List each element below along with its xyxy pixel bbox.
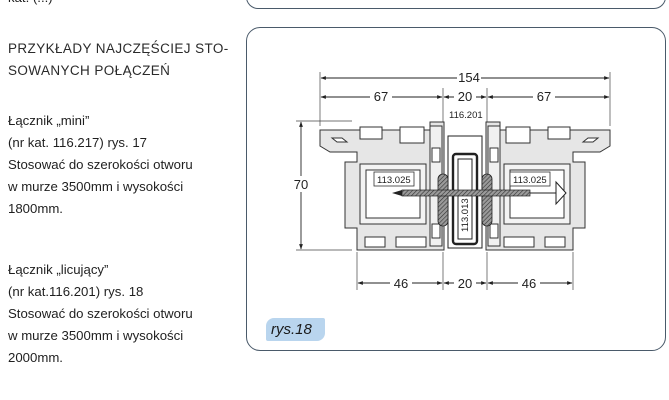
mini-connector-desc-2: w murze 3500mm i wysokości (8, 179, 184, 194)
dim-center: 20 (458, 89, 472, 104)
flush-connector-catalog: (nr kat.116.201) rys. 18 (8, 284, 144, 299)
partial-text-top: kat. (...) (8, 0, 53, 9)
dim-left: 67 (374, 89, 388, 104)
dim-total: 154 (458, 70, 480, 85)
screw (392, 180, 567, 206)
extension-lines (296, 72, 611, 290)
mini-connector-desc-3: 1800mm. (8, 201, 63, 216)
figure-label: rys.18 (266, 318, 325, 341)
dim-right: 67 (537, 89, 551, 104)
seal-gaskets (437, 173, 493, 227)
mini-connector-desc-1: Stosować do szerokości otworu (8, 157, 193, 172)
mini-connector-catalog: (nr kat. 116.217) rys. 17 (8, 135, 148, 150)
part-label-right: 113.025 (513, 175, 547, 186)
part-label-top: 116.201 (449, 110, 483, 121)
dim-bottom-right: 46 (522, 276, 536, 291)
description-column: kat. (...) PRZYKŁADY NAJCZĘŚCIEJ STO- SO… (0, 0, 236, 400)
mini-connector-title: Łącznik „mini” (8, 113, 90, 128)
dim-height: 70 (294, 177, 308, 192)
part-label-vertical: 113.013 (460, 198, 471, 232)
section-heading-line-2: SOWANYCH POŁĄCZEŃ (8, 63, 171, 78)
part-label-left: 113.025 (377, 175, 411, 186)
flush-connector-desc-2: w murze 3500mm i wysokości (8, 328, 184, 343)
section-heading-line-1: PRZYKŁADY NAJCZĘŚCIEJ STO- (8, 41, 229, 56)
dim-bottom-center: 20 (458, 276, 472, 291)
flush-connector-desc-3: 2000mm. (8, 350, 63, 365)
flush-connector-desc-1: Stosować do szerokości otworu (8, 306, 193, 321)
dim-bottom-left: 46 (394, 276, 408, 291)
flush-connector-title: Łącznik „licujący” (8, 262, 109, 277)
